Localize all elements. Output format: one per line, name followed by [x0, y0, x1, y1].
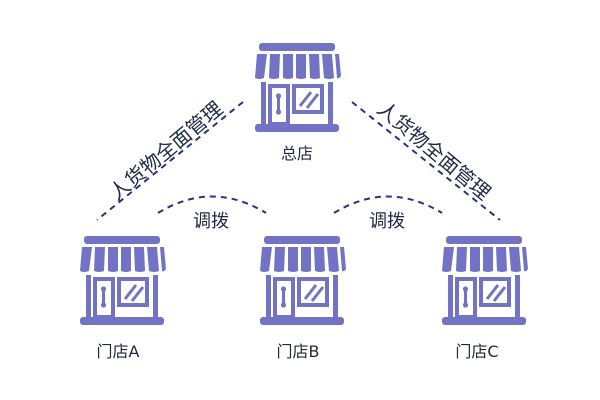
management-line-right — [351, 101, 501, 221]
branch-store-c-icon — [436, 233, 532, 329]
transfer-label-ab: 调拨 — [193, 211, 229, 232]
head-store-label: 总店 — [280, 144, 314, 163]
branch-store-a-label: 门店A — [96, 342, 140, 361]
transfer-label-bc: 调拨 — [369, 211, 405, 232]
branch-store-a-icon — [74, 233, 170, 329]
management-line-left — [96, 101, 244, 221]
branch-store-c-label: 门店C — [455, 342, 499, 361]
branch-store-b-label: 门店B — [276, 342, 320, 361]
branch-store-b-icon — [254, 233, 350, 329]
head-store-icon — [249, 40, 345, 136]
transfer-arc-bc — [333, 195, 443, 214]
transfer-arc-ab — [157, 195, 267, 214]
